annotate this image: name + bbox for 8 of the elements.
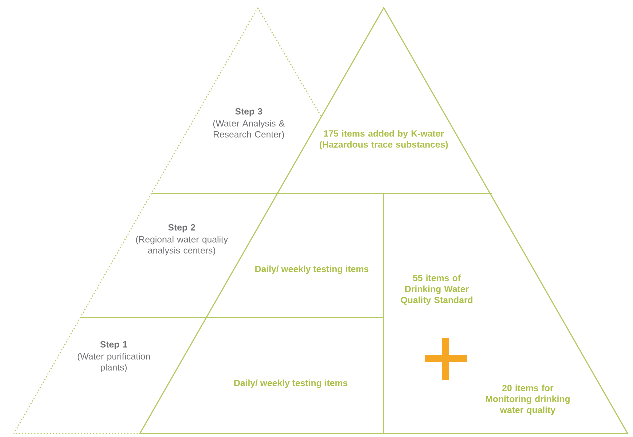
item-label: Daily/ weekly testing items (256, 266, 369, 274)
step-label: Step 1 (Water purification plants) (78, 341, 150, 373)
step-label: Step 3 (Water Analysis & Research Center) (213, 108, 285, 140)
item-label: 175 items added by K-water (Hazardous trace substances) (320, 130, 448, 150)
step-label: Step 2 (Regional water quality analysis centers) (136, 224, 228, 256)
item-label: 20 items for Monitoring drinking water quality (486, 384, 570, 416)
item-label: Daily/ weekly testing items (234, 380, 348, 388)
item-label: 55 items of Drinking Water Quality Standard (401, 274, 473, 306)
